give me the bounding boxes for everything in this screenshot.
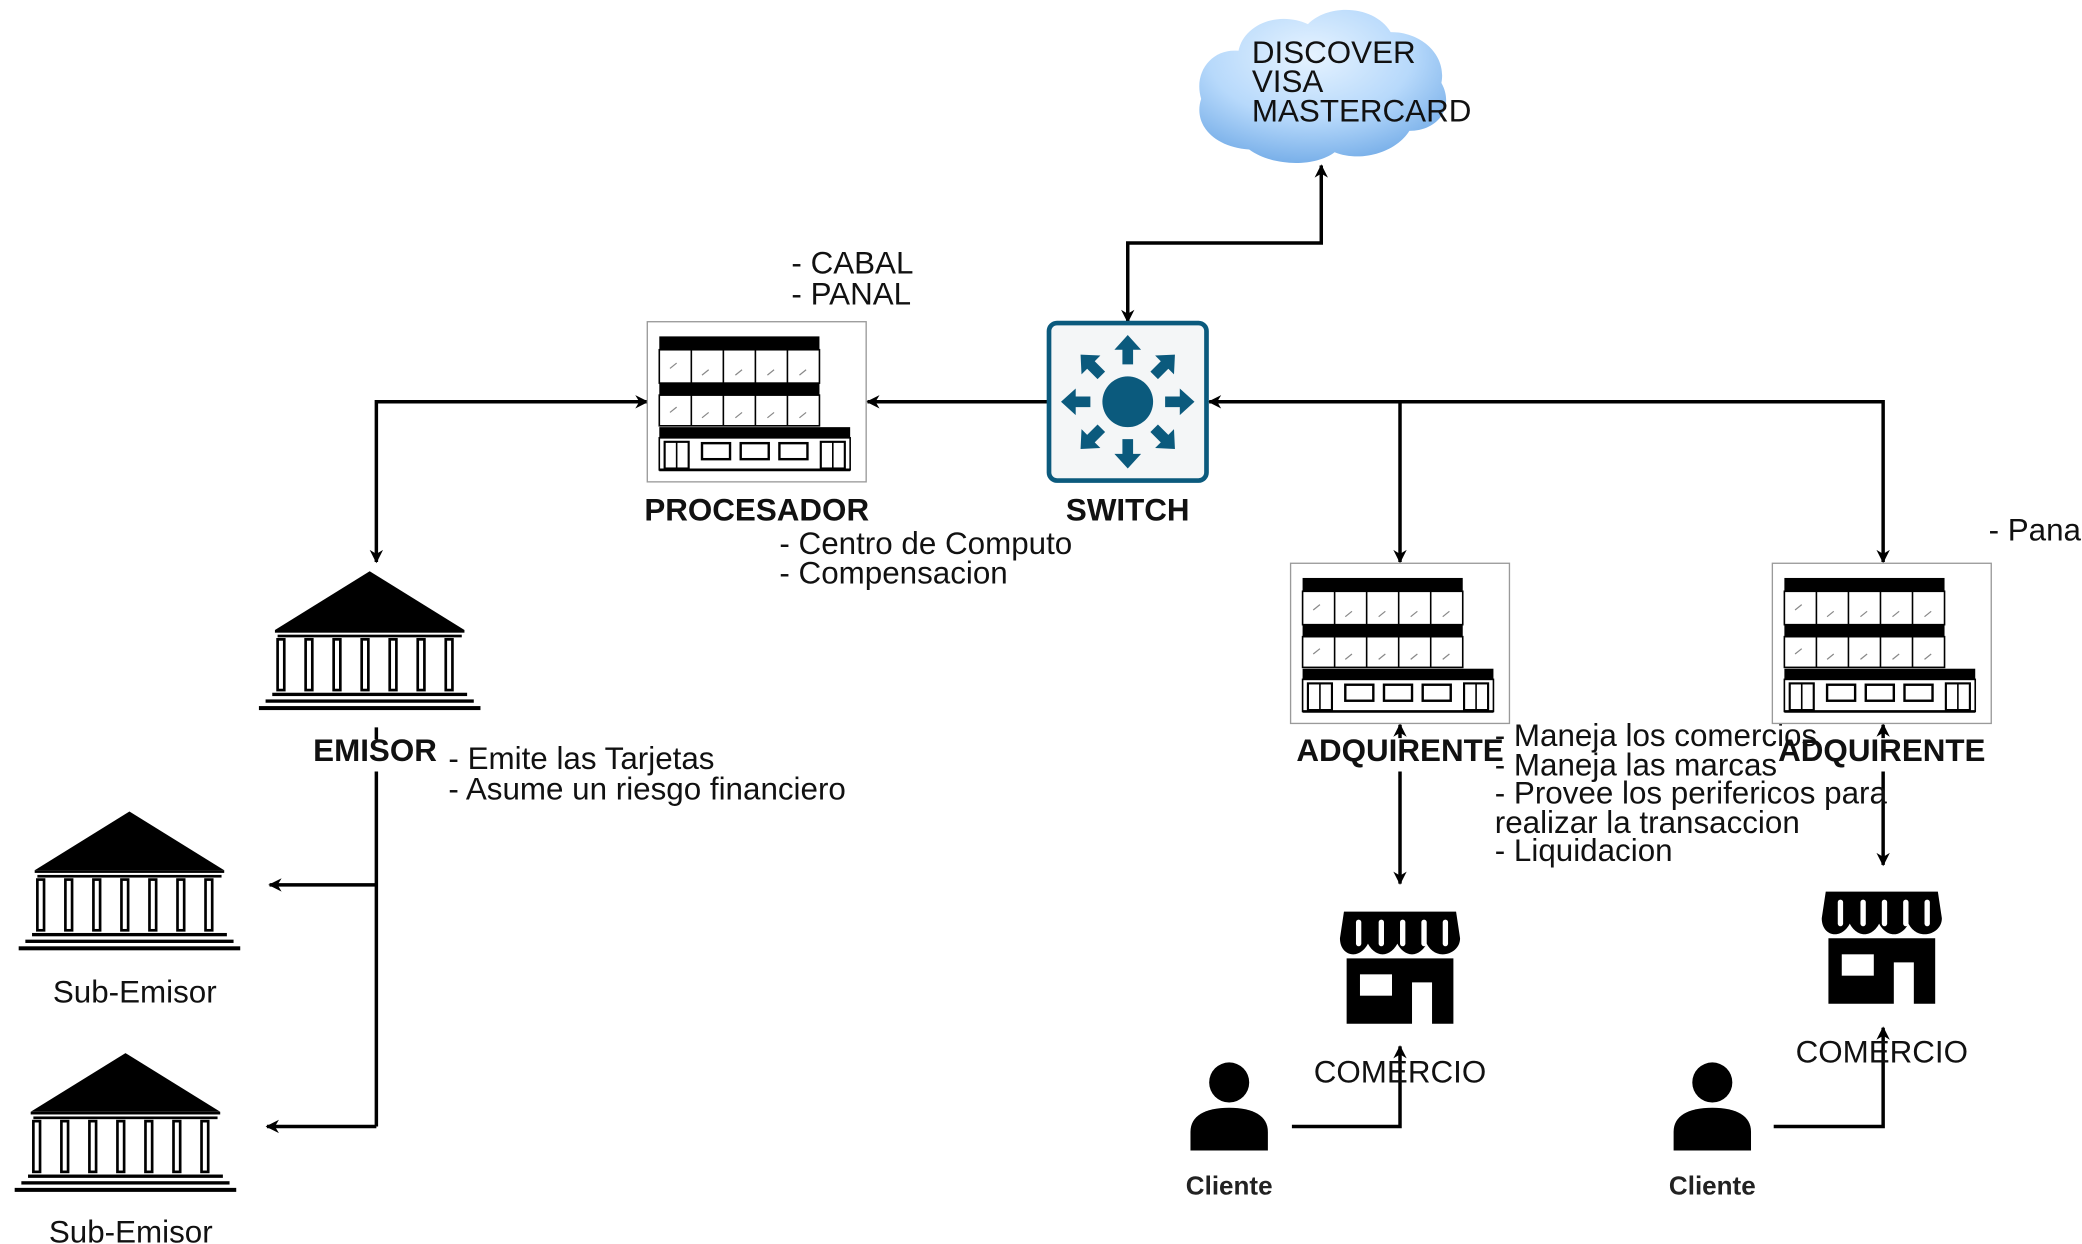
sub-emisor-label-2: Sub-Emisor bbox=[49, 1215, 213, 1244]
adquirente-network: - Panal bbox=[1989, 513, 2082, 548]
cloud-line-1: DISCOVER bbox=[1252, 35, 1416, 70]
procesador-label: PROCESADOR bbox=[644, 493, 869, 528]
comercio-node-2: COMERCIO bbox=[1796, 891, 1968, 1069]
procesador-node: PROCESADOR - CABAL - PANAL - Centro de C… bbox=[644, 246, 1072, 591]
building-icon bbox=[1771, 561, 1993, 725]
adquirente-note-4: realizar la transaccion bbox=[1495, 805, 1800, 840]
emisor-note-2: - Asume un riesgo financiero bbox=[448, 772, 845, 807]
conn-adquirente1-switch bbox=[1207, 395, 1407, 564]
procesador-network-1: - CABAL bbox=[791, 246, 913, 281]
bank-icon bbox=[17, 810, 242, 952]
procesador-note-2: - Compensacion bbox=[779, 555, 1007, 590]
adquirente-note-1: - Maneja los comercios bbox=[1495, 718, 1817, 753]
procesador-network-2: - PANAL bbox=[791, 276, 911, 311]
cloud-line-2: VISA bbox=[1252, 64, 1324, 99]
comercio-node-1: COMERCIO bbox=[1314, 911, 1486, 1089]
cliente-node-1: Cliente bbox=[1186, 1062, 1273, 1201]
cliente-label-1: Cliente bbox=[1186, 1171, 1273, 1201]
bank-icon bbox=[13, 1051, 238, 1194]
cloud-line-3: MASTERCARD bbox=[1252, 94, 1472, 129]
store-icon bbox=[1821, 891, 1942, 1004]
sub-emisor-node-1: Sub-Emisor bbox=[17, 810, 242, 1009]
sub-emisor-label-1: Sub-Emisor bbox=[53, 974, 217, 1009]
conn-adquirente2-switch bbox=[1400, 400, 1890, 564]
store-icon bbox=[1339, 911, 1461, 1024]
comercio-label-1: COMERCIO bbox=[1314, 1054, 1486, 1089]
cliente-node-2: Cliente bbox=[1669, 1062, 1756, 1201]
conn-procesador-emisor bbox=[369, 395, 649, 564]
adquirente-node-1: ADQUIRENTE - Maneja los comercios - Mane… bbox=[1289, 561, 1888, 868]
emisor-node: EMISOR - Emite las Tarjetas - Asume un r… bbox=[257, 569, 846, 807]
sub-emisor-node-2: Sub-Emisor bbox=[13, 1051, 238, 1244]
switch-label: SWITCH bbox=[1066, 493, 1190, 528]
emisor-note-1: - Emite las Tarjetas bbox=[448, 741, 714, 776]
building-icon bbox=[645, 320, 868, 484]
adquirente-note-5: - Liquidacion bbox=[1495, 833, 1673, 868]
switch-node: SWITCH bbox=[1046, 320, 1209, 528]
adquirente-note-2: - Maneja las marcas bbox=[1495, 747, 1777, 782]
adquirente-label-1: ADQUIRENTE bbox=[1296, 733, 1503, 768]
conn-switch-cloud bbox=[1121, 164, 1328, 324]
conn-cliente2-comercio bbox=[1773, 1026, 1890, 1129]
comercio-label-2: COMERCIO bbox=[1796, 1034, 1968, 1069]
procesador-note-1: - Centro de Computo bbox=[779, 526, 1072, 561]
cliente-label-2: Cliente bbox=[1669, 1171, 1756, 1201]
adquirente-label-2: ADQUIRENTE bbox=[1778, 733, 1985, 768]
card-networks-cloud: DISCOVER VISA MASTERCARD bbox=[1199, 9, 1472, 163]
conn-cliente1-comercio bbox=[1291, 1045, 1407, 1129]
adquirente-node-2: ADQUIRENTE - Panal bbox=[1771, 513, 2082, 768]
emisor-label: EMISOR bbox=[313, 733, 437, 768]
connectors bbox=[265, 164, 1890, 1134]
cloud-icon bbox=[1199, 9, 1447, 163]
network-switch-icon bbox=[1046, 320, 1209, 483]
adquirente-note-3: - Provee los perifericos para bbox=[1495, 776, 1888, 811]
person-icon bbox=[1190, 1062, 1268, 1151]
building-icon bbox=[1289, 561, 1511, 725]
bank-icon bbox=[257, 569, 482, 712]
person-icon bbox=[1673, 1062, 1752, 1151]
